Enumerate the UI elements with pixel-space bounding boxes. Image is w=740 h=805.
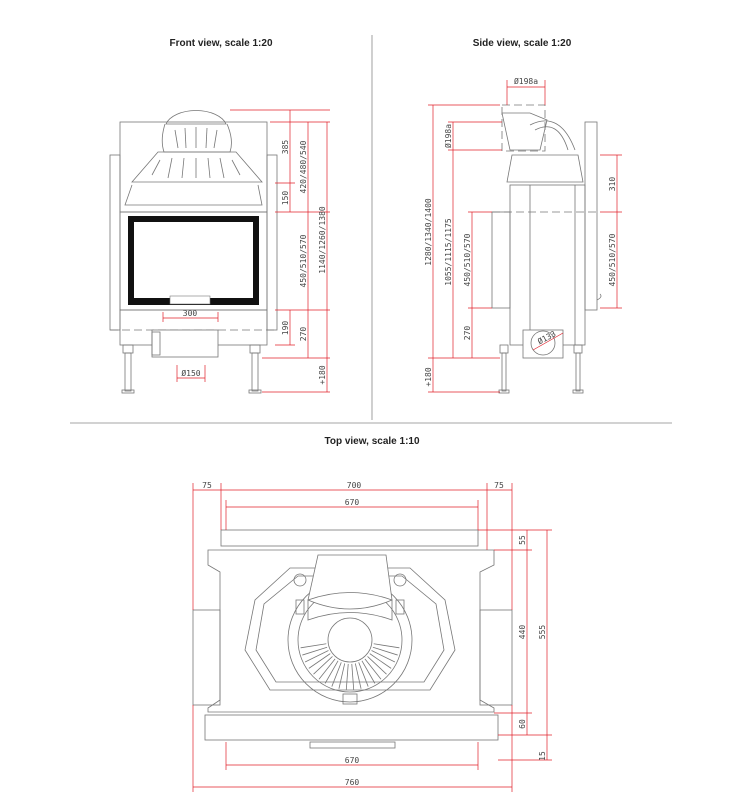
dim-1280-1340-1400: 1280/1340/1400 <box>424 198 433 266</box>
fan-ray <box>331 662 342 687</box>
top-view: 75 700 75 670 55 440 60 555 15 670 760 <box>192 481 552 792</box>
dim-190: 190 <box>281 321 290 336</box>
dim-310: 310 <box>608 177 617 192</box>
fan-ray <box>369 653 392 669</box>
fan-ray <box>354 663 362 689</box>
fan-ray <box>372 646 398 656</box>
dim-150: 150 <box>281 191 290 206</box>
dim-555: 555 <box>538 625 547 640</box>
front-view: 385 150 190 420/480/540 450/510/570 270 … <box>109 109 330 394</box>
dim-198a-top: Ø198a <box>514 76 538 86</box>
front-view-title: Front view, scale 1:20 <box>169 38 273 49</box>
side-view-title: Side view, scale 1:20 <box>472 38 572 49</box>
dim-270: 270 <box>299 327 308 342</box>
fan-ray <box>358 662 369 687</box>
fan-ray <box>373 643 400 649</box>
dim-1140-1260-1380: 1140/1260/1380 <box>318 206 327 274</box>
dim-760: 760 <box>345 778 360 787</box>
dim-270-side: 270 <box>463 326 472 341</box>
fan-ray <box>304 650 329 663</box>
fan-ray <box>324 660 339 684</box>
dim-450-510-570-right: 450/510/570 <box>608 233 617 286</box>
dim-670-bottom: 670 <box>345 756 360 765</box>
fan-ray <box>351 663 355 690</box>
dim-60: 60 <box>518 719 527 729</box>
side-view: Ø198a Ø198a 1280/1340/1400 +180 1055/111… <box>424 76 622 394</box>
fan-ray <box>364 658 382 680</box>
dim-300: 300 <box>183 309 198 318</box>
fan-ray <box>345 663 349 690</box>
dim-420-480-540: 420/480/540 <box>299 140 308 193</box>
fan-ray <box>318 658 336 680</box>
dim-55: 55 <box>518 535 527 545</box>
top-view-title: Top view, scale 1:10 <box>324 436 420 447</box>
fan-ray <box>308 653 331 669</box>
dim-385: 385 <box>281 140 290 155</box>
fan-ray <box>300 643 327 649</box>
fan-ray <box>313 656 333 675</box>
dim-plus-180: +180 <box>318 365 327 384</box>
dim-198a-side: Ø198a <box>443 124 453 148</box>
dim-440: 440 <box>518 625 527 640</box>
dim-700: 700 <box>347 481 362 490</box>
fan-ray <box>302 646 328 656</box>
fan-ray <box>367 656 387 675</box>
fan-ray <box>371 650 396 663</box>
dim-15: 15 <box>538 751 547 761</box>
fan-ray <box>338 663 346 689</box>
dim-flue-150: Ø150 <box>181 368 200 378</box>
dim-450-510-570-left: 450/510/570 <box>463 233 472 286</box>
dim-1055-1115-1175: 1055/1115/1175 <box>444 218 453 286</box>
dim-75-left: 75 <box>202 481 212 490</box>
dim-450-510-570: 450/510/570 <box>299 234 308 287</box>
dim-75-right: 75 <box>494 481 504 490</box>
fan-ray <box>361 660 376 684</box>
dim-670-top: 670 <box>345 498 360 507</box>
dim-plus-180-side: +180 <box>424 367 433 386</box>
